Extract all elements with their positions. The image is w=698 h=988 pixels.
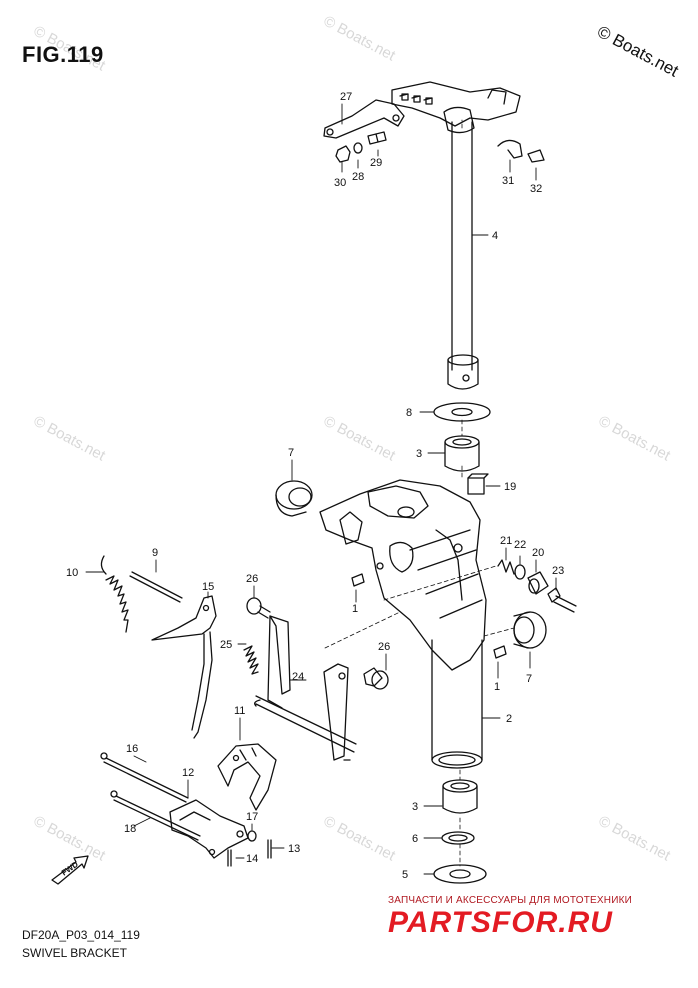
coil-spring-part [100,555,129,633]
cotter-pin-part [267,839,272,859]
rod-part [100,752,189,803]
bolt-part [367,131,387,145]
callout-19: 19 [504,481,516,493]
washer-part [433,864,487,884]
callout-21: 21 [500,535,512,547]
callout-22: 22 [514,539,526,551]
callout-15: 15 [202,581,214,593]
leader-lines [85,103,557,875]
callout-20: 20 [532,547,544,559]
callout-23: 23 [552,565,564,577]
steering-shaft-part [447,121,479,390]
grease-nipple-part [351,573,365,587]
callout-1b: 1 [494,681,500,693]
tilt-rod-part [254,615,357,761]
side-bushing-part [513,611,547,649]
callout-5: 5 [402,869,408,881]
callout-27: 27 [340,91,352,103]
callout-14: 14 [246,853,258,865]
callout-1a: 1 [352,603,358,615]
callout-3a: 3 [416,448,422,460]
washer-part [353,142,363,154]
clip-part [497,139,523,159]
callout-7a: 7 [288,447,294,459]
callout-3b: 3 [412,801,418,813]
banner-subtitle: ЗАПЧАСТИ И АКСЕССУАРЫ ДЛЯ МОТОТЕХНИКИ [388,895,633,906]
callout-17: 17 [246,811,258,823]
callout-12: 12 [182,767,194,779]
swivel-bracket-body [319,479,487,769]
thrust-washer-part [433,402,491,422]
callout-7b: 7 [526,673,532,685]
callout-30: 30 [334,177,346,189]
callout-29: 29 [370,157,382,169]
callout-28: 28 [352,171,364,183]
callout-26b: 26 [378,641,390,653]
spring-part [497,559,515,575]
callout-32: 32 [530,183,542,195]
bolt-part [363,667,389,690]
callout-24: 24 [292,671,304,683]
nut-part [335,145,351,163]
model-code: DF20A_P03_014_119 [22,928,140,942]
bolt-part [246,597,271,619]
banner-logo[interactable]: PARTSFOR.RU [388,906,613,939]
diagram-caption: SWIVEL BRACKET [22,946,127,960]
washer-part [247,830,257,842]
cotter-pin-part [227,849,232,867]
callout-8: 8 [406,407,412,419]
callout-16: 16 [126,743,138,755]
steering-bracket-part [391,81,521,134]
lower-bushing-part [442,779,478,814]
callout-2: 2 [506,713,512,725]
callout-10: 10 [66,567,78,579]
dashed-guides [324,119,515,867]
pad-part [467,473,489,495]
callout-31: 31 [502,175,514,187]
plunger-part [527,571,549,595]
callout-4: 4 [492,230,498,242]
callout-13: 13 [288,843,300,855]
callout-25: 25 [220,639,232,651]
washer-part [441,831,475,845]
tilt-lever-part [151,595,217,739]
arm-bracket-part [323,99,405,139]
tilt-stopper-bracket-part [217,743,277,811]
callout-18: 18 [124,823,136,835]
callout-9: 9 [152,547,158,559]
grease-nipple-part [493,645,507,659]
tilt-stopper-part [169,799,249,859]
callout-26a: 26 [246,573,258,585]
forward-arrow-icon: FWD [51,855,89,885]
screw-part [527,149,545,163]
side-bushing-part [275,480,313,517]
pin-part [129,571,183,603]
callout-11: 11 [234,705,245,717]
callout-6: 6 [412,833,418,845]
rod-part [110,790,201,841]
figure-title: FIG.119 [22,42,104,67]
coil-spring-part [243,645,259,675]
o-ring-part [514,564,526,580]
bolt-part [547,587,577,613]
